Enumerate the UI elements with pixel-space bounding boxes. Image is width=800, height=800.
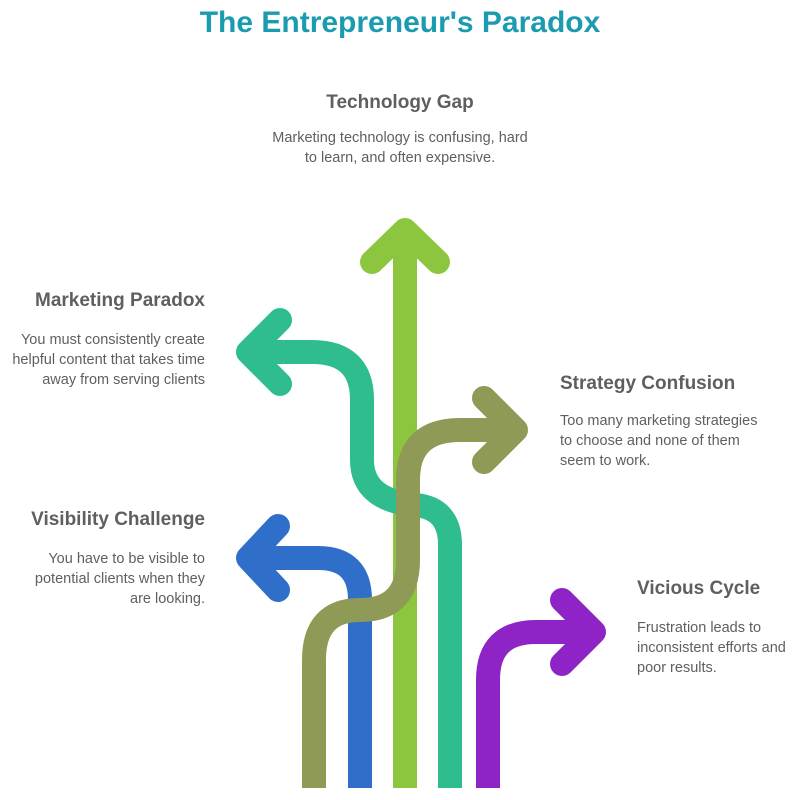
technology-gap-desc: Marketing technology is confusing, hard … xyxy=(272,130,528,166)
vicious-arrowhead xyxy=(550,588,606,676)
technology-arrowhead xyxy=(360,218,450,274)
visibility-challenge-heading: Visibility Challenge xyxy=(31,509,205,530)
vicious-arrow xyxy=(476,620,582,788)
vicious-cycle-block: Vicious Cycle Frustration leads to incon… xyxy=(637,578,797,678)
visibility-challenge-block: Visibility Challenge You have to be visi… xyxy=(10,509,205,609)
marketing-paradox-block: Marketing Paradox You must consistently … xyxy=(10,290,205,390)
diagram-title: The Entrepreneur's Paradox xyxy=(199,6,601,39)
marketing-paradox-heading: Marketing Paradox xyxy=(35,290,205,311)
marketing-paradox-desc: You must consistently create helpful con… xyxy=(12,332,205,388)
strategy-confusion-desc: Too many marketing strategies to choose … xyxy=(560,413,758,469)
strategy-confusion-block: Strategy Confusion Too many marketing st… xyxy=(560,373,760,471)
marketing-arrow xyxy=(262,340,462,788)
technology-gap-block: Technology Gap Marketing technology is c… xyxy=(270,92,530,168)
vicious-cycle-heading: Vicious Cycle xyxy=(637,578,761,599)
strategy-arrowhead xyxy=(472,386,528,474)
strategy-arrow xyxy=(302,418,505,788)
vicious-cycle-desc: Frustration leads to inconsistent effort… xyxy=(637,620,786,676)
visibility-arrowhead xyxy=(236,514,290,602)
strategy-confusion-heading: Strategy Confusion xyxy=(560,373,736,394)
marketing-arrowhead xyxy=(236,308,292,396)
visibility-challenge-desc: You have to be visible to potential clie… xyxy=(34,551,205,607)
technology-gap-heading: Technology Gap xyxy=(326,92,474,113)
